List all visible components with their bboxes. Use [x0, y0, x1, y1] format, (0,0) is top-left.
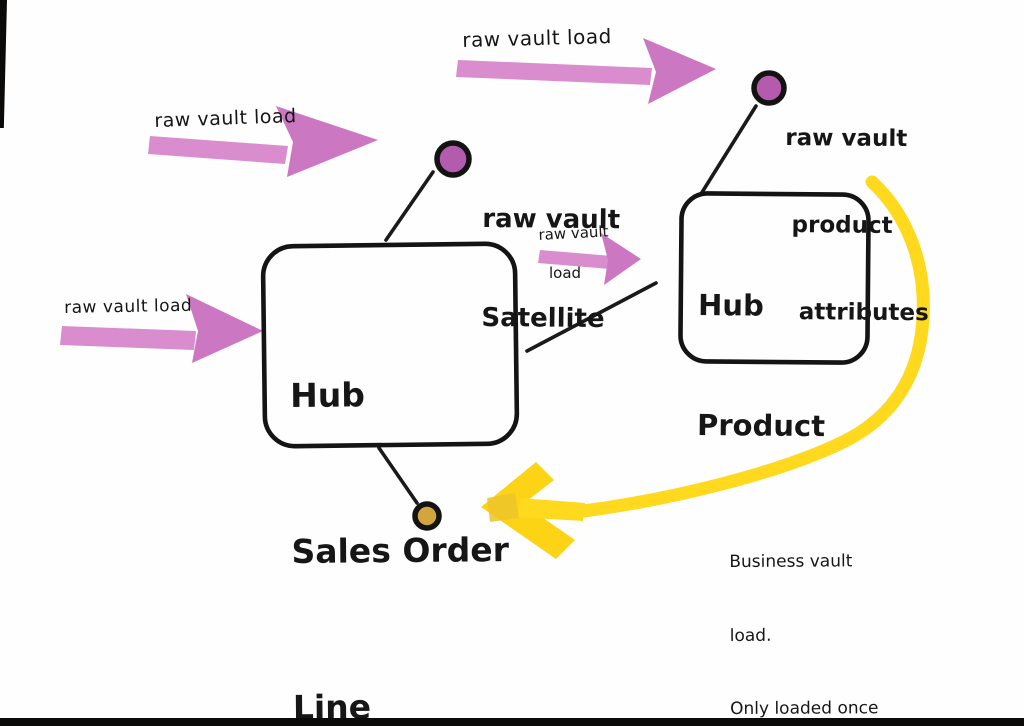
business-vault-dot [412, 501, 442, 531]
raw-vault-load-arrow-left [60, 294, 263, 363]
business-vault-arrow-curve [569, 175, 930, 519]
business-vault-arrow-ink-blot [487, 493, 519, 522]
arrow-label-left: raw vault load [64, 295, 193, 318]
photo-edge-left [0, 0, 7, 128]
link-hub-sol-to-satellite [384, 170, 435, 242]
photo-edge-bottom [0, 718, 1024, 726]
raw-vault-load-arrow-upper-left [148, 106, 378, 177]
link-hub-sol-to-hub-product [525, 281, 658, 353]
raw-vault-satellite-dot [434, 140, 472, 178]
raw-vault-product-attributes-dot [751, 70, 787, 106]
link-hub-product-to-attributes [699, 104, 758, 196]
arrow-label-top: raw vault load [462, 24, 613, 52]
hub-product-box [678, 191, 871, 365]
hub-product-label: Hub Product [696, 287, 826, 444]
business-vault-arrow-joint [518, 498, 585, 521]
hub-sales-order-line-label: Hub Sales Order Line [289, 375, 510, 726]
raw-vault-load-arrow-middle [538, 233, 641, 285]
arrow-label-middle-line2: load [549, 264, 582, 282]
raw-vault-load-arrow-top [456, 38, 716, 104]
link-hub-sol-to-business-dot [377, 446, 419, 505]
hub-sales-order-line-box [260, 241, 520, 449]
business-vault-annotation: Business vault load. Only loaded once as… [729, 551, 879, 719]
